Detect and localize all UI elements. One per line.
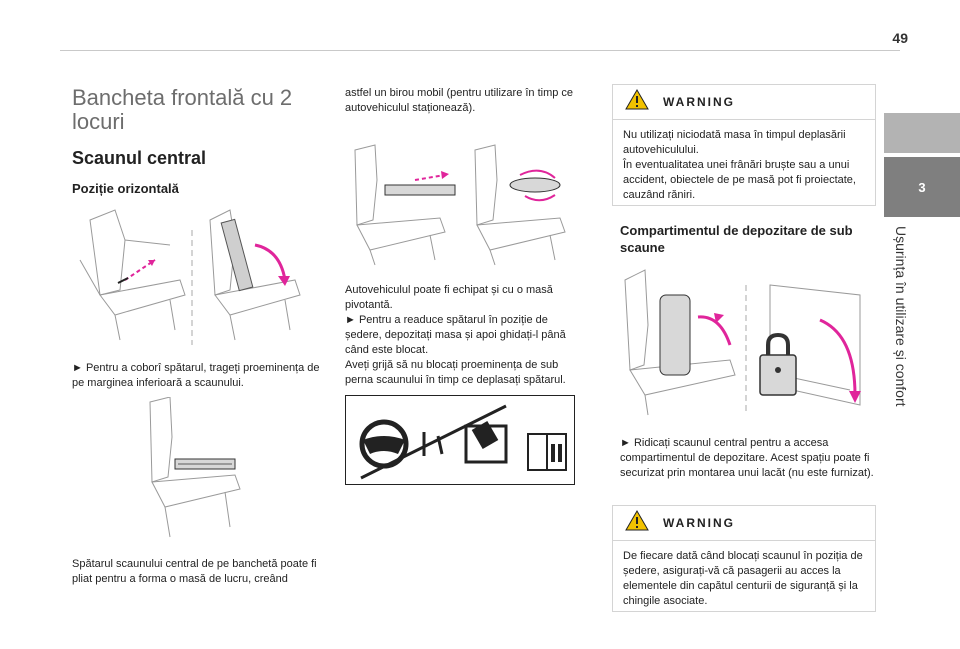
col2-line-1: Autovehiculul poate fi echipat și cu o m… (345, 284, 553, 311)
seat-table-illustration (140, 397, 260, 542)
warning-box-table: WARNING Nu utilizați niciodată masa în t… (612, 84, 876, 206)
warning-text: Nu utilizați niciodată masa în timpul de… (623, 129, 856, 201)
warning-title: WARNING (663, 516, 735, 530)
col1-paragraph: Spătarul scaunului central de pe banchet… (72, 558, 317, 585)
warning-divider (613, 119, 875, 120)
warning-box-seat-lock: WARNING De fiecare dată când blocați sca… (612, 505, 876, 612)
col2-line-2: ► Pentru a readuce spătarul în poziție d… (345, 314, 566, 356)
warning-text: De fiecare dată când blocați scaunul în … (623, 550, 863, 607)
swivel-table-illustration (345, 140, 575, 270)
chapter-tab-previous (884, 113, 960, 153)
table-object-icon (464, 420, 508, 464)
col2-paragraph-continued: astfel un birou mobil (pentru utilizare … (345, 87, 574, 114)
col2-body: Autovehiculul poate fi echipat și cu o m… (345, 283, 585, 388)
heading-horizontal-position: Poziție orizontală (72, 181, 179, 196)
header-rule (60, 50, 900, 51)
section-title: Bancheta frontală cu 2 locuri (72, 85, 293, 134)
page-number: 49 (892, 30, 908, 46)
chapter-title: Ușurința în utilizare și confort (893, 226, 909, 407)
chapter-title-vertical: Ușurința în utilizare și confort (888, 226, 914, 546)
warning-symbols-panel (345, 395, 575, 485)
col1-instruction: ► Pentru a coborî spătarul, trageți proe… (72, 362, 320, 389)
warning-triangle-icon (625, 510, 649, 536)
seat-backrest-illustration (70, 200, 320, 350)
subsection-title: Scaunul central (72, 148, 207, 168)
col3-instruction: ► Ridicați scaunul central pentru a acce… (620, 437, 874, 479)
chapter-tab-current[interactable]: 3 (884, 157, 960, 217)
warning-triangle-icon (625, 89, 649, 115)
warning-title: WARNING (663, 95, 735, 109)
chapter-number: 3 (918, 179, 926, 195)
warning-divider (613, 540, 875, 541)
col2-line-3: Aveți grijă să nu blocați proeminența de… (345, 359, 566, 386)
padlock-icon (759, 332, 797, 396)
storage-compartment-illustration (620, 265, 870, 420)
heading-storage-compartment: Compartimentul de depozitare de sub scau… (620, 223, 853, 255)
info-book-icon (527, 433, 567, 471)
